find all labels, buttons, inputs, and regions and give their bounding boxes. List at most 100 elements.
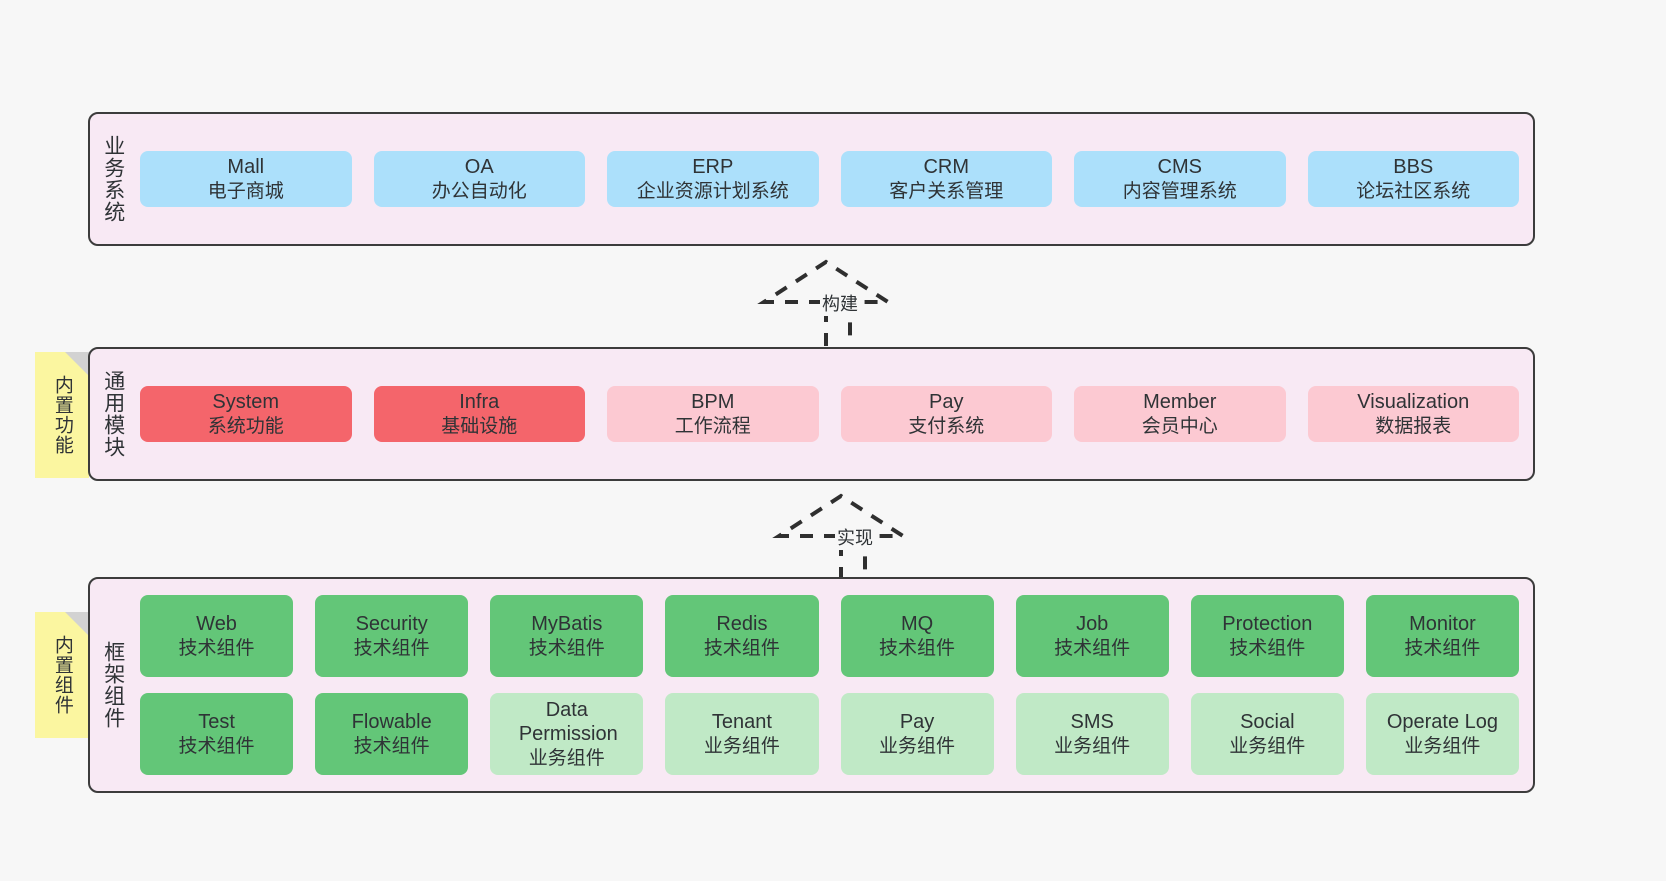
card-title: ERP [692,156,734,179]
card-title: CMS [1157,156,1202,179]
card-title: Social [1240,711,1295,734]
card-subtitle: 论坛社区系统 [1356,180,1471,202]
card-job[interactable]: Job 技术组件 [1015,595,1169,677]
card-system[interactable]: System 系统功能 [140,386,352,442]
card-sms[interactable]: SMS 业务组件 [1015,693,1169,775]
card-subtitle: 业务组件 [1054,735,1131,757]
card-row: Test 技术组件 Flowable 技术组件 Data Permission … [140,693,1519,775]
card-subtitle: 基础设施 [441,415,518,437]
card-subtitle: 技术组件 [703,637,780,659]
card-title: Mall [227,156,265,179]
layer-body-common-module: System 系统功能 Infra 基础设施 BPM 工作流程 Pay 支付系统… [136,349,1533,479]
card-subtitle: 技术组件 [178,637,255,659]
card-infra[interactable]: Infra 基础设施 [373,386,585,442]
card-visualization[interactable]: Visualization 数据报表 [1307,386,1519,442]
card-subtitle: 业务组件 [528,747,605,769]
card-subtitle: 企业资源计划系统 [636,180,789,202]
note-builtin-component[interactable]: 内置组件 [35,612,89,738]
card-subtitle: 技术组件 [528,637,605,659]
card-title: MQ [900,613,934,636]
arrow-build-label: 构建 [820,290,860,316]
card-oa[interactable]: OA 办公自动化 [373,151,585,207]
card-social[interactable]: Social 业务组件 [1190,693,1344,775]
card-pay[interactable]: Pay 支付系统 [840,386,1052,442]
card-subtitle: 内容管理系统 [1122,180,1237,202]
layer-body-business-system: Mall 电子商城 OA 办公自动化 ERP 企业资源计划系统 CRM 客户关系… [136,114,1533,244]
card-mybatis[interactable]: MyBatis 技术组件 [490,595,644,677]
card-title: Pay [899,711,935,734]
card-test[interactable]: Test 技术组件 [140,693,294,775]
card-subtitle: 技术组件 [879,637,956,659]
layer-business-system[interactable]: 业务系统 Mall 电子商城 OA 办公自动化 ERP 企业资源计划系统 CRM… [88,112,1535,246]
card-subtitle: 业务组件 [1404,735,1481,757]
card-subtitle: 数据报表 [1375,415,1452,437]
card-bbs[interactable]: BBS 论坛社区系统 [1307,151,1519,207]
card-erp[interactable]: ERP 企业资源计划系统 [607,151,819,207]
arrow-implement-label: 实现 [835,524,875,550]
layer-common-module[interactable]: 通用模块 System 系统功能 Infra 基础设施 BPM 工作流程 Pay… [88,347,1535,481]
card-row: System 系统功能 Infra 基础设施 BPM 工作流程 Pay 支付系统… [140,386,1519,442]
card-subtitle: 技术组件 [353,637,430,659]
card-bpm[interactable]: BPM 工作流程 [607,386,819,442]
card-mq[interactable]: MQ 技术组件 [840,595,994,677]
card-title: BBS [1393,156,1434,179]
layer-title-framework-component: 框架组件 [101,641,125,729]
card-subtitle: 系统功能 [207,415,284,437]
card-crm[interactable]: CRM 客户关系管理 [840,151,1052,207]
card-title: Web [196,613,237,636]
card-cms[interactable]: CMS 内容管理系统 [1074,151,1286,207]
card-title: SMS [1070,711,1114,734]
card-data-permission[interactable]: Data Permission 业务组件 [490,693,644,775]
card-flowable[interactable]: Flowable 技术组件 [315,693,469,775]
card-title: Security [355,613,428,636]
card-subtitle: 业务组件 [703,735,780,757]
card-mall[interactable]: Mall 电子商城 [140,151,352,207]
card-member[interactable]: Member 会员中心 [1074,386,1286,442]
note-fold-corner-icon [65,352,89,376]
card-title: Data Permission [518,699,618,746]
card-subtitle: 工作流程 [674,415,751,437]
card-title: Visualization [1357,391,1470,414]
card-subtitle: 技术组件 [178,735,255,757]
layer-framework-component[interactable]: 框架组件 Web 技术组件 Security 技术组件 MyBatis 技术组件… [88,577,1535,793]
card-protection[interactable]: Protection 技术组件 [1190,595,1344,677]
card-title: Infra [459,391,500,414]
card-title: Tenant [711,711,772,734]
note-builtin-function[interactable]: 内置功能 [35,352,89,478]
card-row: Web 技术组件 Security 技术组件 MyBatis 技术组件 Redi… [140,595,1519,677]
card-subtitle: 支付系统 [908,415,985,437]
card-title: Monitor [1409,613,1476,636]
note-text: 内置组件 [51,635,73,715]
card-tenant[interactable]: Tenant 业务组件 [665,693,819,775]
card-security[interactable]: Security 技术组件 [315,595,469,677]
card-subtitle: 客户关系管理 [889,180,1004,202]
card-title: System [212,391,280,414]
card-subtitle: 业务组件 [1229,735,1306,757]
layer-title-common-module: 通用模块 [101,370,125,458]
card-row: Mall 电子商城 OA 办公自动化 ERP 企业资源计划系统 CRM 客户关系… [140,151,1519,207]
card-monitor[interactable]: Monitor 技术组件 [1365,595,1519,677]
arrow-implement: 实现 [772,492,915,580]
card-title: Pay [929,391,964,414]
card-title: Operate Log [1386,711,1499,734]
card-title: Redis [716,613,768,636]
card-subtitle: 业务组件 [879,735,956,757]
card-redis[interactable]: Redis 技术组件 [665,595,819,677]
card-subtitle: 技术组件 [353,735,430,757]
card-title: CRM [923,156,970,179]
card-subtitle: 办公自动化 [431,180,527,202]
card-title: Flowable [351,711,432,734]
card-web[interactable]: Web 技术组件 [140,595,294,677]
card-operate-log[interactable]: Operate Log 业务组件 [1365,693,1519,775]
card-title: Job [1076,613,1109,636]
note-fold-corner-icon [65,612,89,636]
card-pay-business[interactable]: Pay 业务组件 [840,693,994,775]
card-title: BPM [691,391,735,414]
note-text: 内置功能 [51,375,73,455]
card-subtitle: 会员中心 [1141,415,1218,437]
card-subtitle: 技术组件 [1229,637,1306,659]
card-title: OA [464,156,494,179]
card-subtitle: 技术组件 [1054,637,1131,659]
card-subtitle: 电子商城 [207,180,284,202]
